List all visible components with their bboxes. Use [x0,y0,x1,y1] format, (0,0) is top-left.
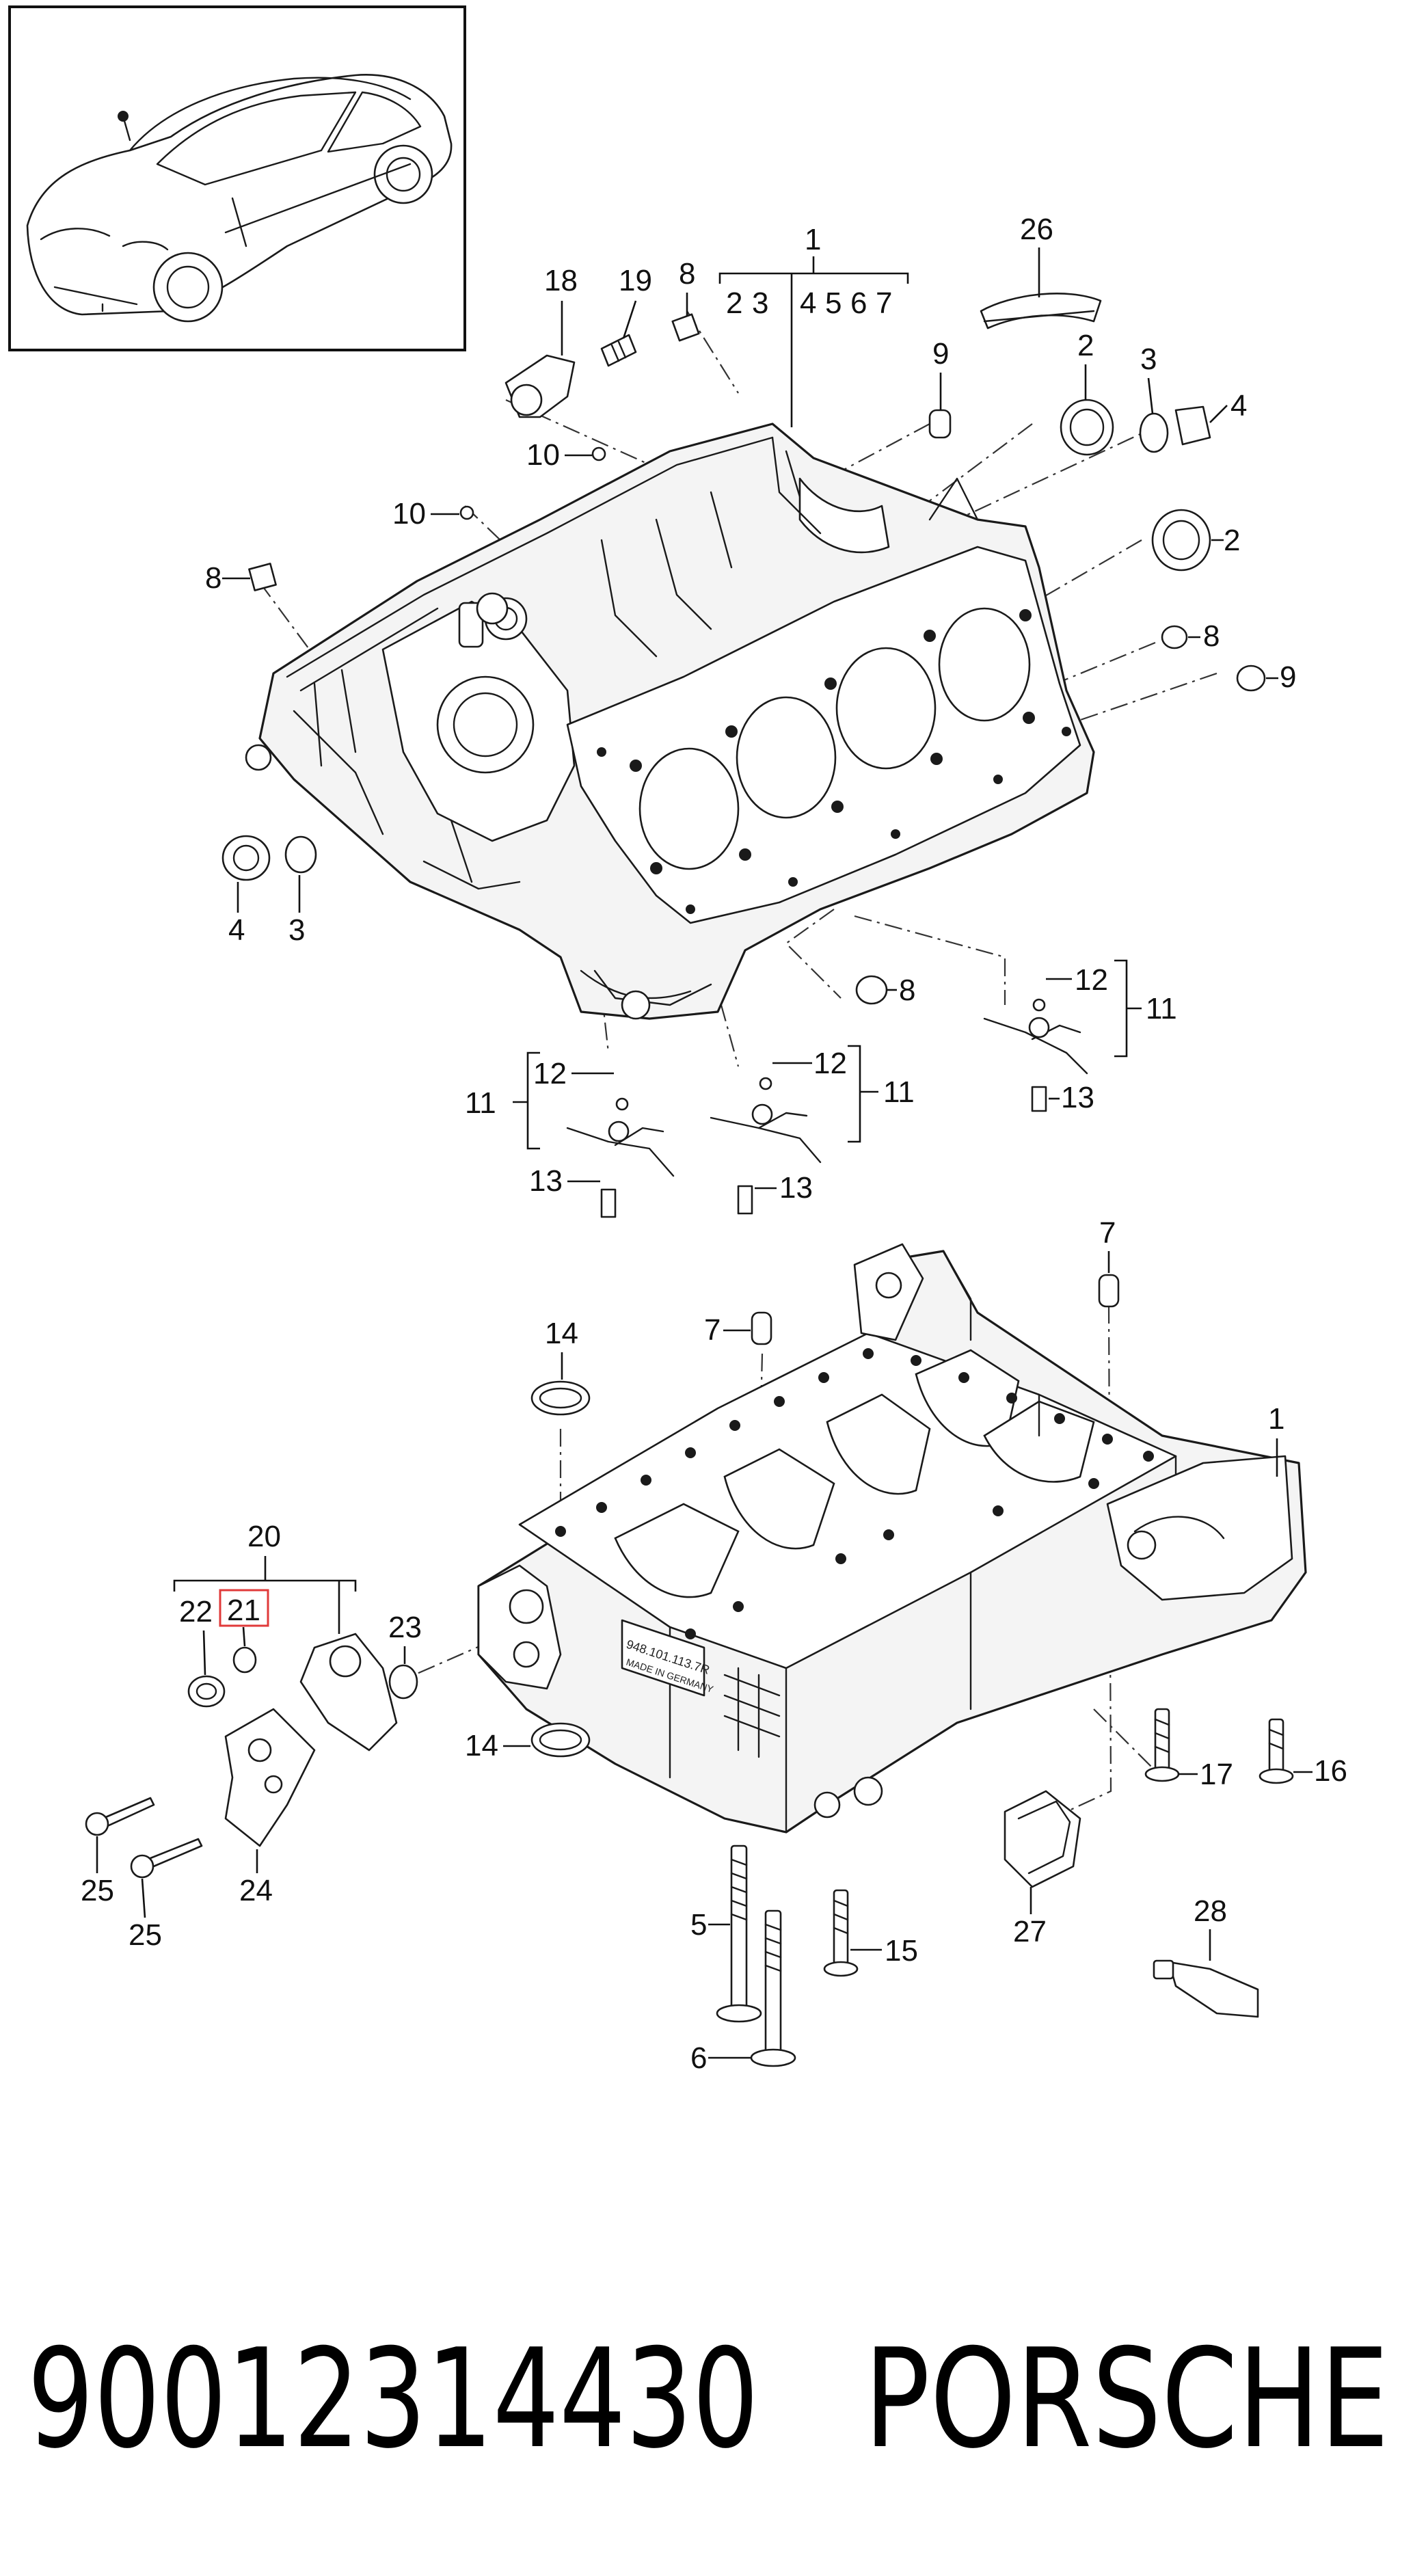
callout-25-right: 25 [129,1918,162,1952]
footer: 90012314430 PORSCHE [27,2320,1389,2479]
part-number: 90012314430 [27,2320,759,2479]
callouts-lower: 7 7 14 1 20 22 21 23 14 17 16 25 24 25 5… [81,1216,1347,2075]
parts-upper [221,293,1266,1218]
callout-5-sub: 5 [825,286,843,320]
callout-3-top: 3 [1140,343,1157,376]
callout-11-right: 11 [1146,992,1177,1025]
callout-15: 15 [885,1934,918,1968]
callout-4-top: 4 [1230,389,1247,422]
parts-lower [85,1274,1294,2067]
callout-3-left: 3 [288,913,305,947]
oil-nozzle-center [710,1077,822,1215]
callout-28: 28 [1194,1894,1227,1928]
callouts-upper: 1 2 3 4 5 6 7 18 19 8 26 9 2 3 4 10 10 8… [205,213,1296,1205]
callout-20: 20 [247,1520,281,1553]
crankcase-lower-half: 948.101.113.7R MADE IN GERMANY [382,1243,1307,1834]
callout-8-left: 8 [205,561,221,595]
callout-26: 26 [1020,213,1053,246]
callout-8-bottom: 8 [899,974,915,1007]
callout-13-left: 13 [529,1164,563,1198]
callout-14-top: 14 [545,1317,578,1350]
callout-2-sub: 2 [726,286,744,320]
callout-9-right: 9 [1280,660,1296,694]
callout-8-right: 8 [1203,619,1220,653]
callout-13-center: 13 [779,1171,813,1205]
callout-7-sub: 7 [876,286,893,320]
oil-nozzle-left [566,1097,675,1218]
callout-9-top: 9 [932,337,949,371]
callout-3-sub: 3 [752,286,770,320]
callout-24: 24 [239,1874,273,1907]
callout-12-left: 12 [533,1057,567,1090]
callout-7-right: 7 [1099,1216,1116,1250]
callout-14-bottom: 14 [465,1729,498,1762]
callout-5: 5 [690,1908,707,1942]
callout-27: 27 [1013,1915,1047,1948]
callout-11-center: 11 [883,1075,915,1109]
callout-21: 21 [227,1594,260,1627]
callout-17: 17 [1200,1758,1233,1791]
callout-4-left: 4 [228,913,245,947]
callout-16: 16 [1314,1754,1347,1788]
callout-10-left: 10 [392,497,426,531]
vehicle-thumbnail [8,5,466,351]
callout-6-sub: 6 [850,286,868,320]
callout-11-left: 11 [465,1086,496,1120]
callout-6: 6 [690,2041,707,2075]
callout-10-top: 10 [526,438,560,472]
callout-1-top: 1 [805,223,821,256]
brand-name: PORSCHE [864,2320,1389,2479]
callout-23: 23 [388,1611,422,1644]
callout-7-left: 7 [704,1313,721,1347]
callout-2-top: 2 [1077,329,1094,362]
callout-8-top: 8 [679,257,695,291]
callout-1-lower: 1 [1268,1402,1284,1436]
callout-12-center: 12 [813,1047,847,1080]
callout-4-sub: 4 [800,286,818,320]
callout-21-highlight [219,1589,269,1627]
callout-12-right: 12 [1075,963,1108,997]
callout-19: 19 [619,264,652,297]
callout-13-right: 13 [1061,1081,1094,1114]
callout-2-right: 2 [1224,524,1240,557]
crankcase-upper-half [245,310,1217,1067]
callout-18: 18 [544,264,578,297]
oil-nozzle-right [983,998,1088,1112]
callout-25-left: 25 [81,1874,114,1907]
callout-22: 22 [179,1595,213,1628]
